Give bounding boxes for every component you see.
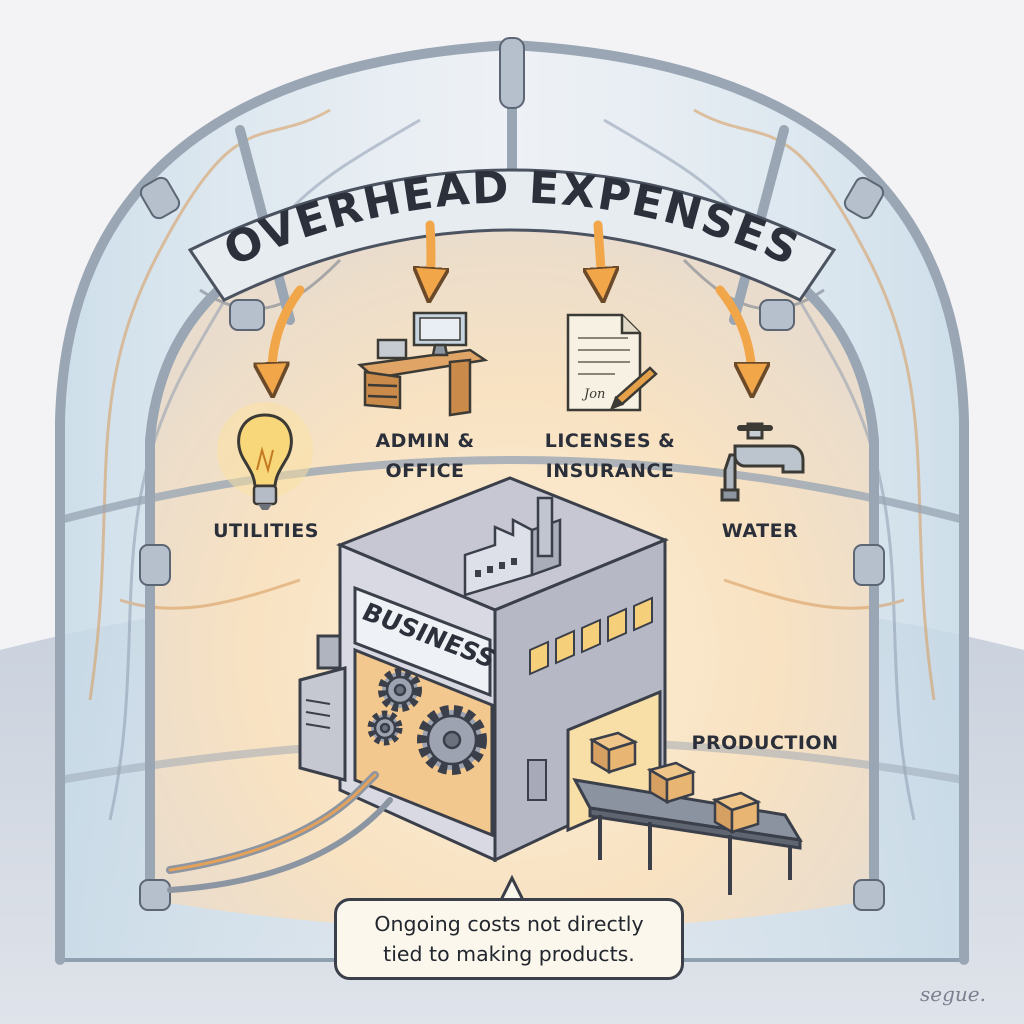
caption-line-2: tied to making products. [374,939,643,969]
label-admin-office-line-2: OFFICE [350,456,500,486]
caption-line-1: Ongoing costs not directly [374,909,643,939]
label-admin-office-line-1: ADMIN & [350,426,500,456]
svg-text:Jon: Jon [581,387,605,402]
label-water: WATER [700,516,820,546]
box-icon [592,733,635,772]
label-admin-office: ADMIN & OFFICE [350,426,500,486]
label-utilities: UTILITIES [196,516,336,546]
box-icon [650,763,693,802]
box-icon [715,793,758,832]
caption-box: Ongoing costs not directly tied to makin… [334,898,684,980]
artist-signature: segue. [920,982,986,1006]
label-production: PRODUCTION [680,728,850,758]
label-licenses-insurance: LICENSES & INSURANCE [520,426,700,486]
label-licenses-line-2: INSURANCE [520,456,700,486]
label-licenses-line-1: LICENSES & [520,426,700,456]
